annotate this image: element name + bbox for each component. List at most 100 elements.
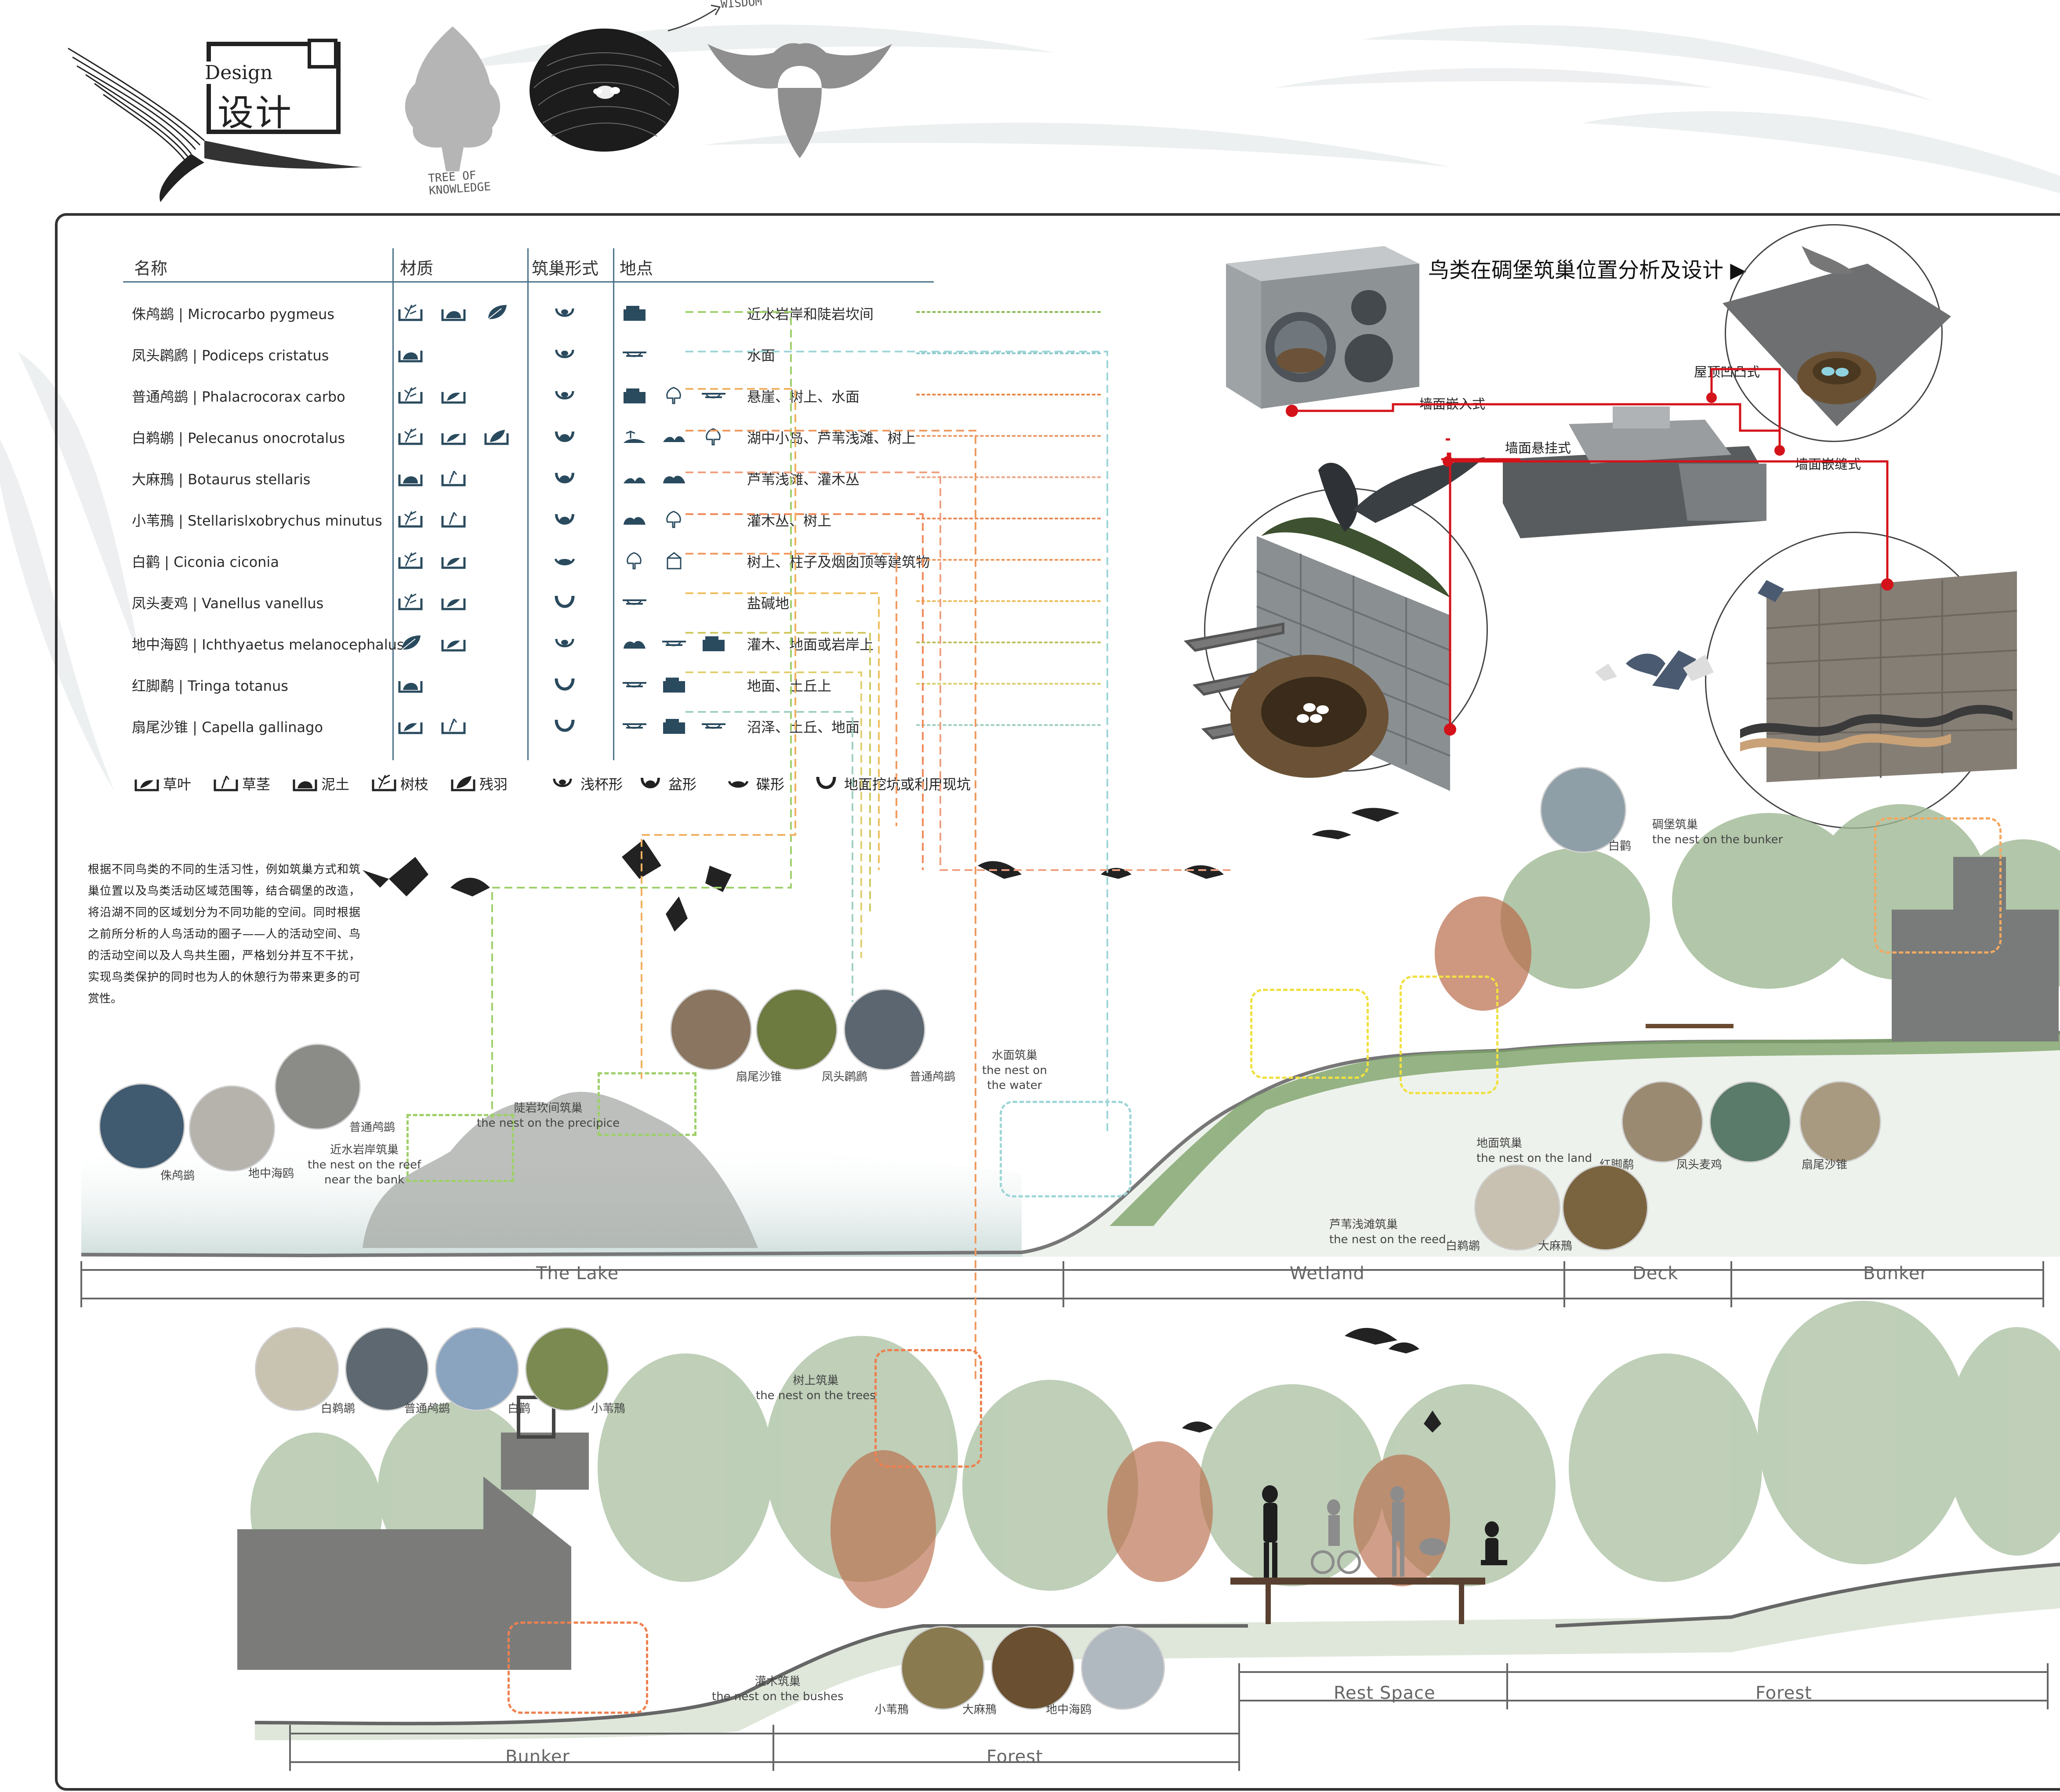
species-location: 树上、柱子及烟囱顶等建筑物 xyxy=(747,554,930,570)
zone-forest-2: Forest xyxy=(1755,1683,1812,1703)
bunker-nest-en: the nest on the bunker xyxy=(1652,833,1783,846)
col-header-location: 地点 xyxy=(620,259,653,278)
reed-icon xyxy=(661,427,687,446)
bird-photo-lapwing xyxy=(1709,1081,1791,1163)
water-icon xyxy=(622,716,647,735)
zone-forest-1: Forest xyxy=(986,1747,1043,1767)
legend-item: 草茎 xyxy=(213,773,270,794)
reef-nest-marker xyxy=(406,1114,514,1182)
water-icon xyxy=(622,675,647,693)
roof-nest-illustration xyxy=(1723,246,1951,426)
branch-icon xyxy=(371,773,397,794)
bird-photo-cormorant-2 xyxy=(844,989,925,1070)
col-header-material: 材质 xyxy=(400,259,434,278)
bunker-nest-cn: 碉堡筑巢 xyxy=(1652,818,1698,831)
leaf-icon xyxy=(398,634,423,652)
species-location: 悬崖、树上、水面 xyxy=(747,388,860,405)
reef-nest-en2: near the bank xyxy=(324,1173,405,1186)
water-icon xyxy=(622,592,647,611)
bird-photo-stork-2 xyxy=(435,1327,519,1411)
tree-nest-marker xyxy=(874,1349,982,1468)
bird-photo-snipe xyxy=(670,989,752,1070)
bird-photo-redshank xyxy=(1621,1081,1703,1163)
tree-nest-en: the nest on the trees xyxy=(756,1389,876,1402)
water-nest-en1: the nest on xyxy=(982,1064,1047,1077)
species-name: 大麻鳽 | Botaurus stellaris xyxy=(132,471,311,488)
land-bird-3: 扇尾沙锥 xyxy=(1802,1158,1848,1172)
bush-icon xyxy=(661,468,687,487)
feather-icon xyxy=(484,427,509,446)
species-location: 灌木丛、树上 xyxy=(747,512,832,529)
branch-icon xyxy=(398,551,423,570)
branch-icon xyxy=(398,303,423,322)
reed-icon xyxy=(622,468,647,487)
nest-icon xyxy=(530,29,679,152)
label-wall-hang: 墙面悬挂式 xyxy=(1505,441,1571,456)
tree-bird-2: 普通鸬鹚 xyxy=(404,1402,450,1415)
cliff-icon xyxy=(701,634,726,652)
branch-icon xyxy=(398,592,423,611)
water-icon xyxy=(661,634,687,652)
cliff-icon xyxy=(661,675,687,693)
bush-bird-2: 大麻鳽 xyxy=(962,1703,997,1716)
bunker-model-illustration xyxy=(1503,406,1766,538)
water-nest-cn: 水面筑巢 xyxy=(991,1049,1037,1062)
table-divider-3 xyxy=(613,248,614,760)
wall-seam-illustration xyxy=(1595,571,2017,782)
analysis-connector-top xyxy=(1441,458,1520,461)
species-name: 扇尾沙锥 | Capella gallinago xyxy=(132,719,323,736)
species-name: 白鹳 | Ciconia ciconia xyxy=(132,554,279,570)
legend-label: 残羽 xyxy=(479,776,508,793)
bush-nest-cn: 灌木筑巢 xyxy=(754,1675,801,1688)
legend-label: 草茎 xyxy=(242,776,271,793)
species-location: 水面 xyxy=(747,347,776,364)
lake-bird-1: 侏鸬鹚 xyxy=(160,1169,195,1183)
legend-item: 泥土 xyxy=(292,773,349,794)
cliff-icon xyxy=(622,386,647,404)
design-title-box xyxy=(207,42,341,134)
table-row: 白鹳 | Ciconia ciconia 树上、柱子及烟囱顶等建筑物 xyxy=(132,551,1977,582)
species-location: 灌木、地面或岩岸上 xyxy=(747,636,874,653)
reed-nest-en: the nest on the reed xyxy=(1329,1233,1446,1246)
bunker-nest-bird: 白鹳 xyxy=(1608,840,1632,853)
lake-bird-2: 地中海鸥 xyxy=(248,1167,294,1180)
land-bird-2: 凤头麦鸡 xyxy=(1676,1158,1723,1172)
grass-icon xyxy=(441,551,466,570)
water-nest-en2: the water xyxy=(987,1079,1042,1092)
bird-photo-pelican xyxy=(1474,1164,1560,1251)
bush-icon xyxy=(622,510,647,528)
bird-photo-pygmy-cormorant xyxy=(99,1083,185,1169)
row-leader-line xyxy=(916,600,1101,602)
water-icon xyxy=(622,345,647,363)
design-title-cn: 设计 xyxy=(218,92,294,134)
cliff-bird-3: 普通鸬鹚 xyxy=(910,1070,956,1084)
row-leader-line xyxy=(916,518,1101,519)
arrow-icon xyxy=(667,4,721,32)
branch-icon xyxy=(398,386,423,404)
main-panel xyxy=(55,213,2060,1791)
leaf-icon xyxy=(484,303,509,322)
legend-item: 浅杯形 xyxy=(551,773,623,794)
table-divider-1 xyxy=(392,248,394,760)
plate-nest-icon xyxy=(554,551,576,570)
bush-icon xyxy=(622,634,647,652)
bird-photo-cormorant xyxy=(275,1044,361,1130)
shallow-cup-icon xyxy=(551,773,577,794)
mud-icon xyxy=(292,773,318,794)
legend-label: 碟形 xyxy=(756,776,785,793)
mud-icon xyxy=(441,303,466,322)
stem-icon xyxy=(441,510,466,528)
cliff-bird-2: 凤头䴙䴘 xyxy=(822,1070,868,1084)
design-badge-icon xyxy=(308,39,337,69)
tree-icon xyxy=(701,427,726,446)
description-text: 根据不同鸟类的不同的生活习性，例如筑巢方式和筑巢位置以及鸟类活动区域范围等，结合… xyxy=(88,863,360,1005)
mud-icon xyxy=(398,675,423,693)
bird-photo-pelican-2 xyxy=(255,1327,339,1411)
mud-icon xyxy=(398,468,423,487)
species-name: 红脚鹬 | Tringa totanus xyxy=(132,678,288,694)
